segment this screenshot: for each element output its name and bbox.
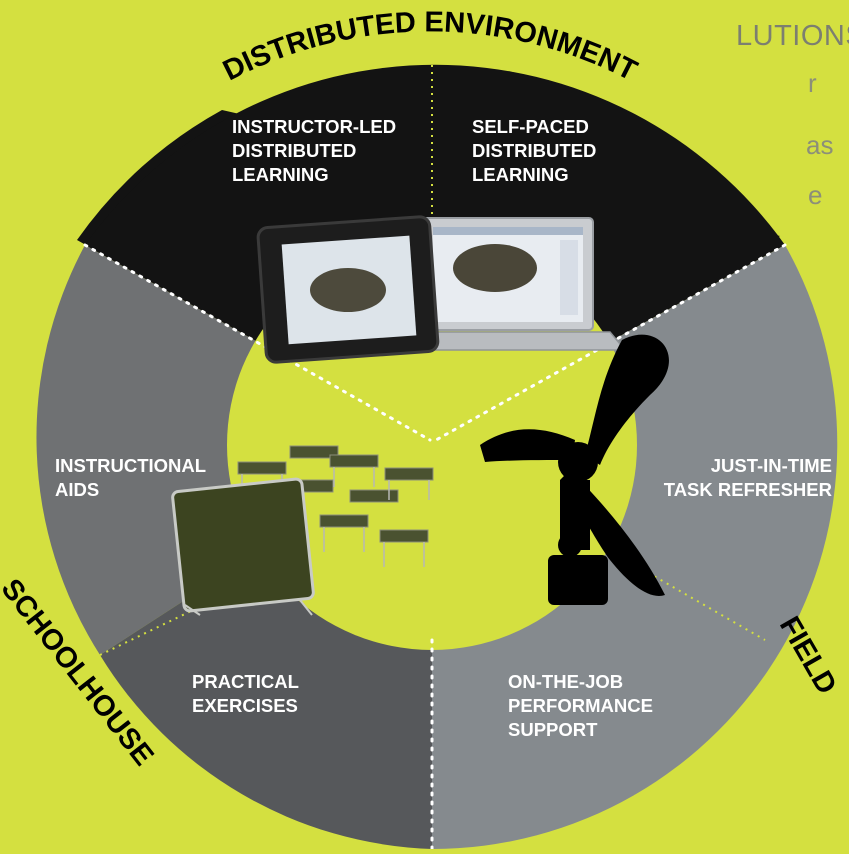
tablet-image <box>256 215 440 364</box>
classroom-desks-image <box>171 445 434 616</box>
header-line1-fragment: r <box>808 68 817 98</box>
header-line2-fragment: as <box>806 130 834 160</box>
header-line3-fragment: e <box>808 180 823 210</box>
aircraft-propeller-maintenance-image <box>480 334 669 605</box>
ring-label-field: FIELD <box>773 611 843 700</box>
header-title-fragment: LUTIONS <box>736 20 849 52</box>
